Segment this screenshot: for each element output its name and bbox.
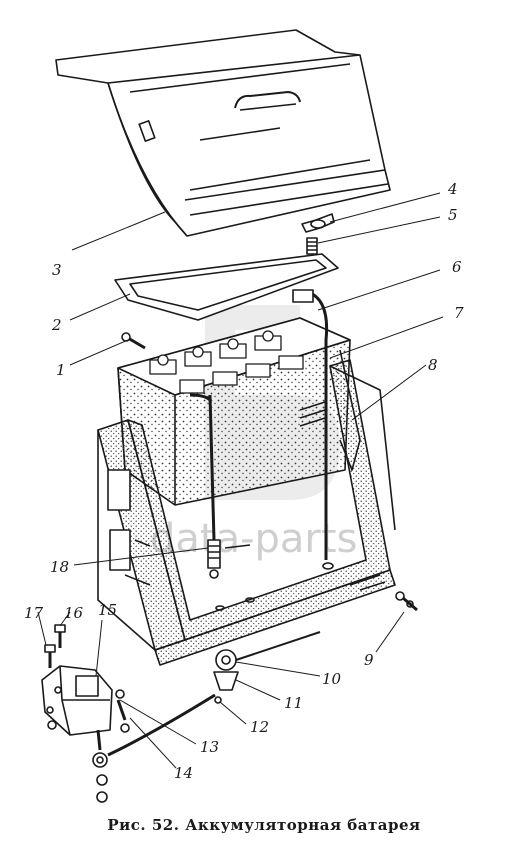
stud-bolt <box>306 237 318 255</box>
callout-4: 4 <box>447 180 458 198</box>
battery-cover <box>55 29 391 237</box>
leader-8 <box>351 364 427 421</box>
leader-12 <box>219 701 247 725</box>
ground-clamp <box>213 631 321 704</box>
leader-5 <box>317 216 441 244</box>
clamp-frame <box>114 253 339 321</box>
callout-2: 2 <box>51 316 62 334</box>
leader-7 <box>329 316 444 359</box>
leader-10 <box>235 661 321 677</box>
rod-end <box>292 289 314 303</box>
figure-caption: Рис. 52. Аккумуляторная батарея <box>107 816 421 834</box>
callout-11: 11 <box>284 694 303 712</box>
watermark-text: data-parts <box>150 516 357 562</box>
callout-16: 16 <box>64 604 84 622</box>
battery <box>117 317 351 506</box>
callout-18: 18 <box>50 558 69 576</box>
callout-5: 5 <box>448 206 458 224</box>
tray-bracket <box>329 365 396 531</box>
callout-12: 12 <box>250 718 269 736</box>
callouts: 3 4 5 2 6 7 8 1 18 9 10 11 12 13 14 15 1… <box>24 180 464 782</box>
nut-stack <box>47 720 130 803</box>
callout-7: 7 <box>454 304 464 322</box>
callout-8: 8 <box>428 356 438 374</box>
ground-switch <box>41 665 113 751</box>
callout-17: 17 <box>24 604 44 622</box>
leader-17 <box>37 611 47 646</box>
screw-17 <box>44 644 56 668</box>
leader-13 <box>119 699 197 745</box>
callout-13: 13 <box>200 738 219 756</box>
screw-16 <box>54 624 66 648</box>
leader-1 <box>69 339 129 366</box>
callout-14: 14 <box>174 764 193 782</box>
callout-10: 10 <box>322 670 342 688</box>
callout-1: 1 <box>56 361 66 379</box>
callout-15: 15 <box>98 601 117 619</box>
leader-11 <box>235 679 281 701</box>
mounting-bolt <box>395 591 418 612</box>
leader-4 <box>329 192 441 223</box>
callout-6: 6 <box>452 258 462 276</box>
ground-cable <box>92 693 216 768</box>
screw <box>121 332 146 350</box>
bracket-bolts <box>349 574 386 591</box>
wing-nut <box>301 213 335 233</box>
leader-16 <box>59 611 71 627</box>
callout-9: 9 <box>364 651 374 669</box>
leader-14 <box>129 717 177 769</box>
leader-3 <box>71 211 166 251</box>
leader-6 <box>317 269 441 311</box>
rod-threaded-end <box>207 539 221 579</box>
leader-2 <box>69 293 131 321</box>
leader-9 <box>375 611 405 653</box>
leader-18 <box>73 547 209 566</box>
leader-15 <box>95 619 103 677</box>
switch-bolt <box>115 689 127 721</box>
callout-3: 3 <box>52 261 62 279</box>
